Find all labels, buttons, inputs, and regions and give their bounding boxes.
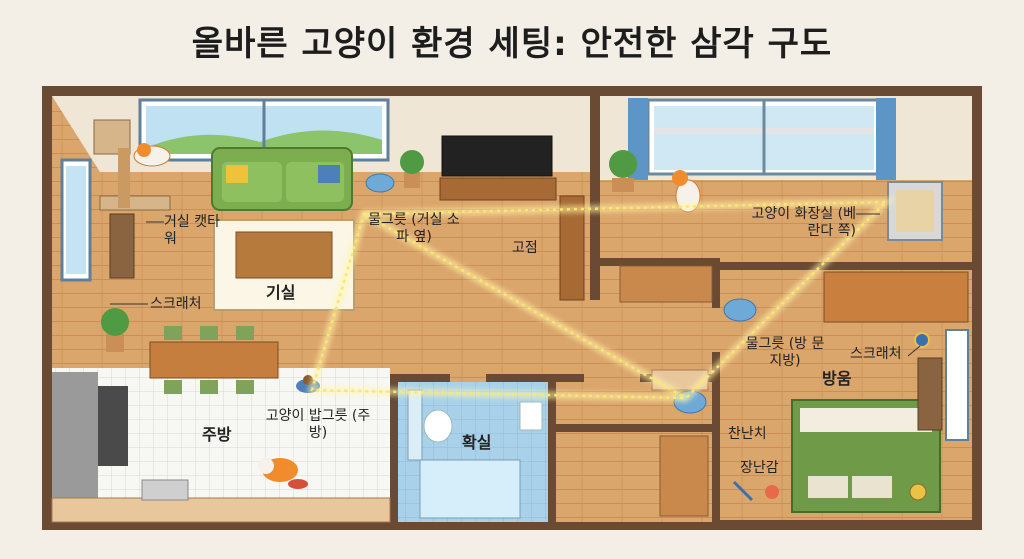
label-kitchen: 주방 [202,426,231,443]
sofa [212,148,352,210]
storage-door [660,436,708,516]
sink [142,480,188,500]
label-litter-box: 고양이 화장실 (베란다 쪽) [750,206,856,240]
toy-ring-icon [910,484,926,500]
label-bathroom: 확실 [462,434,491,451]
toy-ball-icon [765,485,779,499]
label-water-bowl-room: 물그릇 (방 문지방) [742,336,828,370]
label-fixed: 고점 [512,240,538,257]
entry-cabinet [620,266,712,302]
plant-icon [609,150,637,192]
label-scratcher-right: 스크래처 [850,346,902,363]
toilet [424,410,452,442]
balcony-window [628,98,896,180]
bathroom-window [408,390,422,460]
bedroom-window [946,330,968,440]
bedroom-shelf [824,272,968,322]
stove [98,386,128,466]
label-food-bowl: 고양이 밥그릇 (주방) [262,408,374,442]
scratcher-post-right [918,358,942,430]
dining-table [150,342,278,378]
label-cat-tower: 거실 캣타워 [164,214,224,248]
label-living-room: 기실 [266,284,295,301]
water-bowl-icon [724,299,756,321]
label-water-bowl-living: 물그릇 (거실 소파 옆) [366,212,462,246]
scratcher-post-left [110,214,134,278]
tv-stand [440,136,556,200]
shower [420,460,520,518]
label-toys: 장난감 [740,460,779,477]
coffee-table [236,232,332,278]
label-bedroom: 방움 [822,370,851,387]
label-scratcher-left: 스크래처 [150,296,202,313]
bathroom-sink [520,402,542,430]
kitchen-counter [52,498,390,522]
left-window [62,160,90,280]
label-perch: 찬난치 [728,426,767,443]
ball-icon [915,333,929,347]
water-bowl-living-icon [366,174,394,192]
fridge [52,372,98,502]
